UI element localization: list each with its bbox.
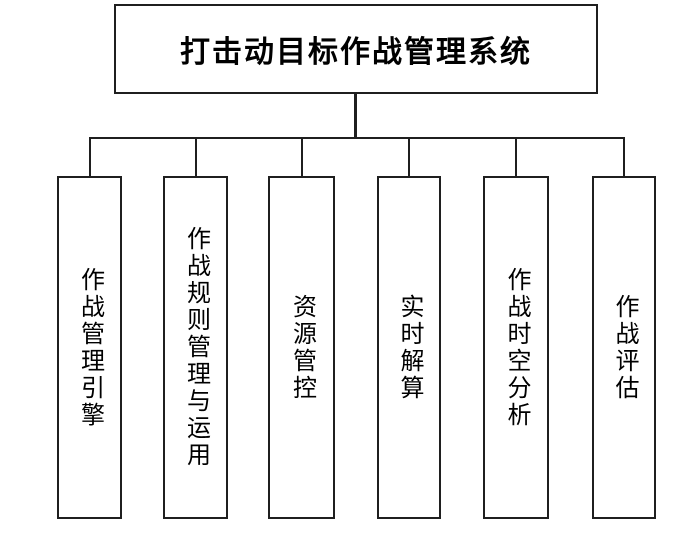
connector-rail xyxy=(89,137,625,139)
connector-drop-5 xyxy=(515,139,517,176)
module-node-label: 作战管理引擎 xyxy=(76,266,104,429)
connector-drop-4 xyxy=(408,139,410,176)
module-node-label: 实时解算 xyxy=(396,293,423,402)
module-node-label: 资源管控 xyxy=(288,293,316,402)
module-node-label: 作战时空分析 xyxy=(503,266,530,429)
module-node-resource-control: 资源管控 xyxy=(268,176,335,519)
module-node-spatiotemporal-analysis: 作战时空分析 xyxy=(483,176,549,519)
module-node-combat-rules-management: 作战规则管理与运用 xyxy=(163,176,228,519)
module-node-combat-assessment: 作战评估 xyxy=(592,176,656,519)
connector-stem xyxy=(354,94,357,139)
module-node-label: 作战规则管理与运用 xyxy=(182,226,210,469)
connector-drop-2 xyxy=(195,139,197,176)
connector-drop-6 xyxy=(623,139,625,176)
module-node-combat-management-engine: 作战管理引擎 xyxy=(57,176,122,519)
connector-drop-1 xyxy=(89,139,91,176)
module-node-realtime-calculation: 实时解算 xyxy=(377,176,441,519)
connector-drop-3 xyxy=(301,139,303,176)
root-node: 打击动目标作战管理系统 xyxy=(114,4,598,94)
module-node-label: 作战评估 xyxy=(611,293,638,402)
root-node-label: 打击动目标作战管理系统 xyxy=(180,36,532,69)
